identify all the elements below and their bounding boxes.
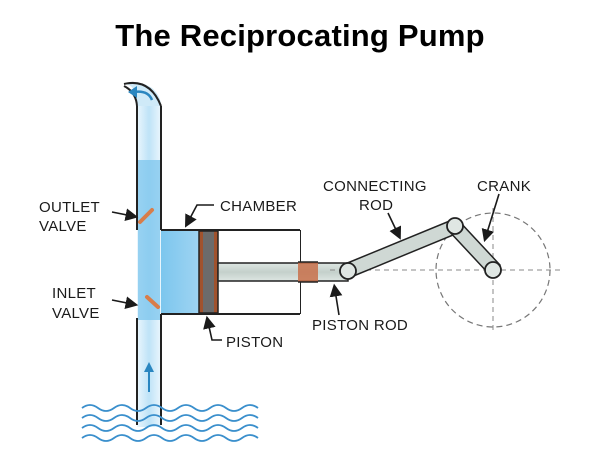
inlet-valve <box>145 295 160 309</box>
outlet-valve-label-2: VALVE <box>39 218 87 235</box>
water-waves-icon <box>81 404 259 442</box>
leader-lines <box>111 193 500 341</box>
inlet-valve-label-1: INLET <box>52 285 96 302</box>
connecting-rod-label-2: ROD <box>359 197 393 214</box>
curved-arrow-icon <box>128 86 154 101</box>
crank-label: CRANK <box>477 178 531 195</box>
piston <box>198 230 219 314</box>
outlet-valve-label-1: OUTLET <box>39 199 100 216</box>
up-arrow-icon <box>144 362 154 392</box>
piston-rod-label: PISTON ROD <box>312 317 408 334</box>
vertical-pipe <box>123 82 162 427</box>
connecting-rod <box>343 219 460 278</box>
outlet-valve <box>138 208 154 224</box>
inlet-valve-label-2: VALVE <box>52 305 100 322</box>
piston-label: PISTON <box>226 334 283 351</box>
diagram-title: The Reciprocating Pump <box>115 18 485 53</box>
piston-rod <box>217 261 349 283</box>
connecting-rod-label-1: CONNECTING <box>323 178 427 195</box>
chamber-label: CHAMBER <box>220 198 297 215</box>
joints <box>339 217 502 280</box>
